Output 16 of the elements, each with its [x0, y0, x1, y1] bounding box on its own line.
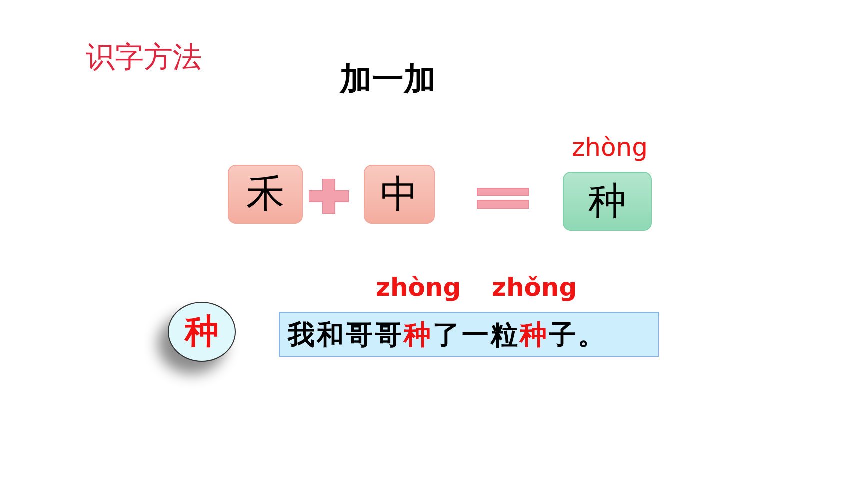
highlighted-character: 种	[520, 320, 549, 350]
sentence-text: 了一粒	[433, 320, 520, 350]
pinyin-label: zhǒng	[492, 272, 578, 302]
sentence-text: 我和哥哥	[288, 320, 404, 350]
pinyin-label: zhòng	[572, 133, 648, 162]
highlighted-character: 种	[404, 320, 433, 350]
character-box	[228, 165, 303, 224]
section-heading: 识字方法	[86, 41, 202, 76]
title: 加一加	[340, 60, 436, 99]
pinyin-label: zhòng	[376, 272, 462, 302]
character: 中	[380, 173, 418, 218]
sentence-text: 子。	[549, 320, 607, 350]
character: 禾	[246, 173, 284, 218]
character-box	[364, 165, 435, 224]
character-circle: 种	[168, 302, 236, 362]
character: 种	[588, 180, 626, 225]
